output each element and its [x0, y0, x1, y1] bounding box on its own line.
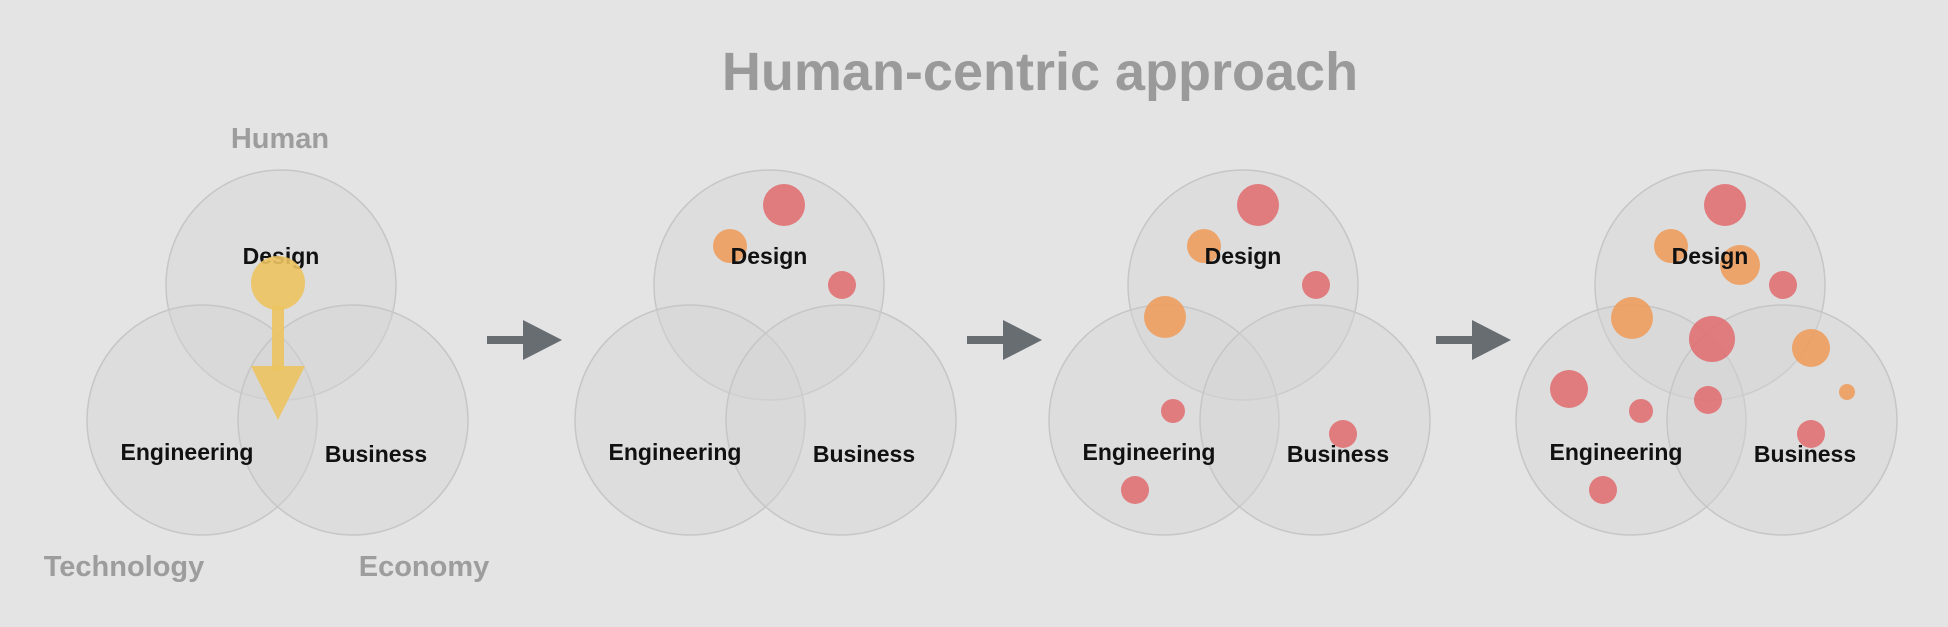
orange-dot — [1654, 229, 1688, 263]
set-label-engineering: Engineering — [1550, 439, 1683, 465]
page-title: Human-centric approach — [722, 42, 1358, 102]
circle-design — [653, 169, 885, 401]
set-label-design: Design — [1672, 243, 1749, 269]
label-economy: Economy — [359, 551, 490, 583]
down-arrow-marker — [251, 256, 305, 420]
venn-diagram-2: Design Engineering Business — [574, 169, 957, 536]
arrow-right-icon — [967, 320, 1042, 360]
set-label-business: Business — [1287, 441, 1389, 467]
red-dot — [1589, 476, 1617, 504]
orange-dot — [1144, 296, 1186, 338]
red-dot — [1550, 370, 1588, 408]
orange-dot — [713, 229, 747, 263]
set-label-design: Design — [1205, 243, 1282, 269]
red-dot — [1161, 399, 1185, 423]
yellow-arrow-shaft — [272, 306, 284, 370]
orange-dot — [1792, 329, 1830, 367]
red-dot — [1797, 420, 1825, 448]
orange-dot — [1611, 297, 1653, 339]
red-dot — [1689, 316, 1735, 362]
orange-dot — [1839, 384, 1855, 400]
red-dot — [763, 184, 805, 226]
arrow-right-icon — [487, 320, 562, 360]
circle-business — [1199, 304, 1431, 536]
set-label-engineering: Engineering — [1083, 439, 1216, 465]
label-human: Human — [231, 123, 329, 155]
set-label-design: Design — [731, 243, 808, 269]
circle-engineering — [574, 304, 806, 536]
set-label-business: Business — [813, 441, 915, 467]
label-technology: Technology — [44, 551, 205, 583]
venn-diagram-3: Design Engineering Business — [1048, 169, 1431, 536]
venn-diagram-1: Design Engineering Business — [86, 169, 469, 536]
red-dot — [1694, 386, 1722, 414]
red-dot — [828, 271, 856, 299]
orange-dot — [1187, 229, 1221, 263]
set-label-business: Business — [1754, 441, 1856, 467]
circle-business — [725, 304, 957, 536]
red-dot — [1329, 420, 1357, 448]
red-dot — [1704, 184, 1746, 226]
circle-business — [237, 304, 469, 536]
circle-design — [1127, 169, 1359, 401]
yellow-arrow-head — [251, 366, 305, 420]
set-label-engineering: Engineering — [609, 439, 742, 465]
circle-engineering — [86, 304, 318, 536]
set-label-business: Business — [325, 441, 427, 467]
venn-diagram-4: Design Engineering Business — [1515, 169, 1898, 536]
red-dot — [1629, 399, 1653, 423]
orange-dot — [1720, 245, 1760, 285]
red-dot — [1769, 271, 1797, 299]
yellow-marker-dot — [251, 256, 305, 310]
set-label-engineering: Engineering — [121, 439, 254, 465]
red-dot — [1302, 271, 1330, 299]
circle-business — [1666, 304, 1898, 536]
red-dot — [1121, 476, 1149, 504]
red-dot — [1237, 184, 1279, 226]
arrow-right-icon — [1436, 320, 1511, 360]
